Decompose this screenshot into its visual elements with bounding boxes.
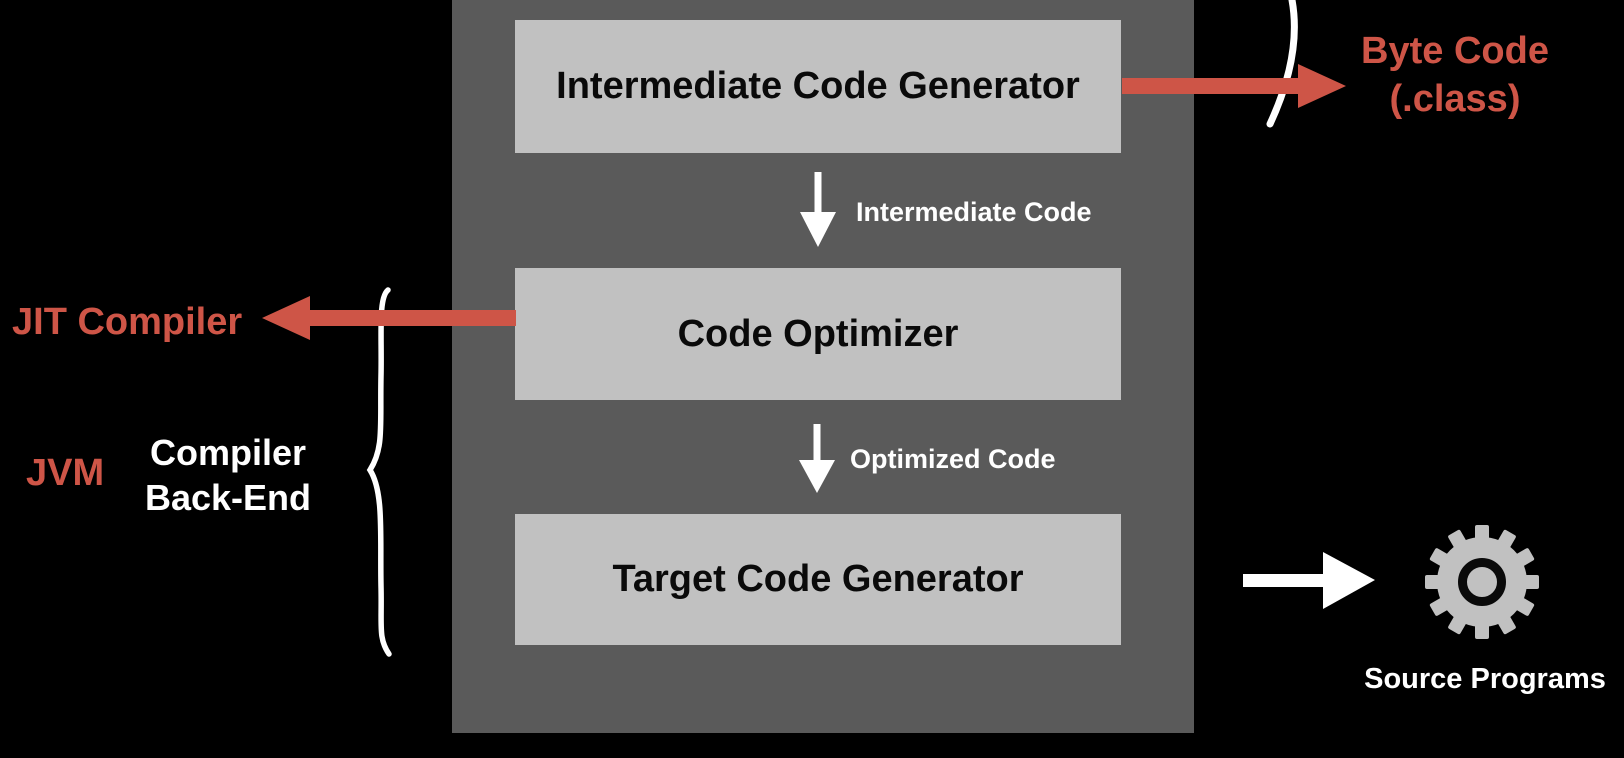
stage-box-label: Code Optimizer: [677, 312, 959, 355]
down-arrow-intermediate-icon: [800, 172, 836, 247]
flow-label-intermediate-code: Intermediate Code: [856, 197, 1092, 227]
byte-code-label: Byte Code (.class): [1330, 27, 1580, 123]
compiler-backend-label: Compiler Back-End: [118, 430, 338, 520]
source-programs-label: Source Programs: [1364, 663, 1606, 695]
jit-arrow-icon: [262, 296, 516, 340]
flow-label-optimized-code: Optimized Code: [850, 444, 1056, 474]
jvm-label: JVM: [26, 452, 105, 494]
gear-icon: [1425, 525, 1539, 639]
left-curly-brace-icon: [366, 287, 392, 657]
byte-code-line1: Byte Code: [1361, 30, 1549, 72]
stage-box-label: Target Code Generator: [612, 558, 1024, 600]
stage-box-target-code-generator: Target Code Generator: [515, 514, 1121, 645]
stage-box-intermediate-code-generator: Intermediate Code Generator: [515, 20, 1121, 153]
source-arrow-icon: [1243, 552, 1375, 609]
byte-code-arrow-icon: [1122, 64, 1346, 108]
right-brace-curve-icon: [1266, 0, 1298, 128]
jit-compiler-label: JIT Compiler: [12, 301, 243, 343]
stage-box-label: Intermediate Code Generator: [556, 65, 1080, 107]
compiler-backend-line2: Back-End: [144, 477, 312, 518]
byte-code-line2: (.class): [1389, 78, 1521, 120]
down-arrow-optimized-icon: [799, 424, 835, 493]
stage-box-code-optimizer: Code Optimizer: [515, 268, 1121, 400]
compiler-backend-line1: Compiler: [149, 432, 307, 473]
